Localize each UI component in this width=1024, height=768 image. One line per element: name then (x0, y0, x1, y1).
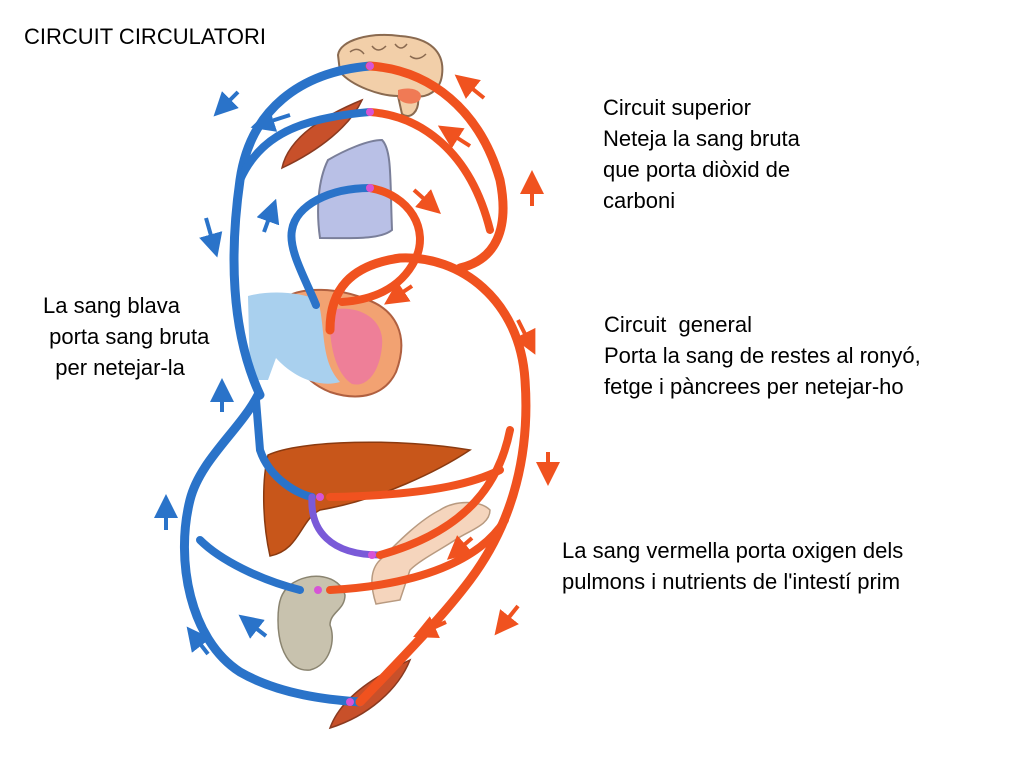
general-circuit-note: Circuit general Porta la sang de restes … (604, 309, 921, 402)
blue-blood-line: porta sang bruta (43, 324, 210, 349)
red-arrow (412, 188, 441, 214)
red-arrow (454, 74, 486, 100)
general-line: Porta la sang de restes al ronyó, (604, 343, 921, 368)
heart (248, 288, 403, 398)
general-heading: Circuit general (604, 312, 752, 337)
red-blood-note: La sang vermella porta oxigen dels pulmo… (562, 535, 903, 597)
superior-heading: Circuit superior (603, 95, 751, 120)
veins (179, 61, 384, 707)
red-arrow (413, 616, 447, 638)
blue-arrow (186, 626, 211, 656)
red-arrow (494, 604, 520, 636)
blue-blood-line: per netejar-la (43, 355, 185, 380)
diagram-title: CIRCUIT CIRCULATORI (24, 24, 267, 49)
blue-blood-line: La sang blava (43, 293, 180, 318)
blue-arrow (199, 217, 223, 258)
blue-arrow (250, 108, 291, 132)
red-arrow (384, 281, 414, 305)
brain (336, 34, 444, 117)
red-arrow (437, 125, 472, 149)
red-arrow (513, 319, 536, 355)
blue-blood-note: La sang blava porta sang bruta per netej… (43, 290, 209, 383)
liver (262, 441, 472, 557)
flow-arrows (154, 74, 560, 656)
superior-line: Neteja la sang bruta (603, 126, 800, 151)
superior-circuit-note: Circuit superior Neteja la sang bruta qu… (603, 92, 800, 216)
general-line: fetge i pàncrees per netejar-ho (604, 374, 904, 399)
blue-arrow (213, 90, 240, 117)
blue-arrow (256, 198, 280, 233)
capillaries (314, 62, 376, 706)
red-blood-line: pulmons i nutrients de l'intestí prim (562, 569, 901, 594)
red-arrow (446, 535, 474, 560)
blue-arrow (238, 614, 268, 639)
red-blood-line: La sang vermella porta oxigen dels (562, 538, 904, 563)
superior-line: carboni (603, 188, 676, 213)
superior-line: que porta diòxid de (603, 157, 791, 182)
